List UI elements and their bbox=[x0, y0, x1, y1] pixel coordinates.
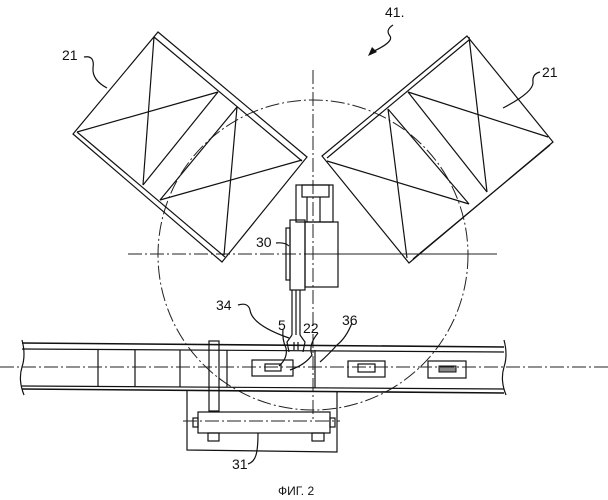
label-22: 22 bbox=[303, 320, 319, 336]
magazine-right bbox=[322, 36, 553, 263]
label-5: 5 bbox=[278, 317, 286, 333]
label-31: 31 bbox=[232, 456, 248, 472]
leader-41 bbox=[372, 25, 393, 52]
label-21-right: 21 bbox=[542, 64, 558, 80]
carrier-22 bbox=[252, 360, 293, 376]
gripper-icon bbox=[287, 335, 305, 352]
figure-caption: ФИГ. 2 bbox=[278, 484, 314, 498]
label-41: 41. bbox=[385, 4, 404, 20]
label-30: 30 bbox=[256, 234, 272, 250]
label-21-left: 21 bbox=[62, 47, 78, 63]
arrow-icon bbox=[368, 47, 377, 56]
carriage bbox=[183, 341, 340, 452]
label-36: 36 bbox=[342, 312, 358, 328]
magazine-left bbox=[73, 32, 307, 262]
label-34: 34 bbox=[216, 297, 232, 313]
